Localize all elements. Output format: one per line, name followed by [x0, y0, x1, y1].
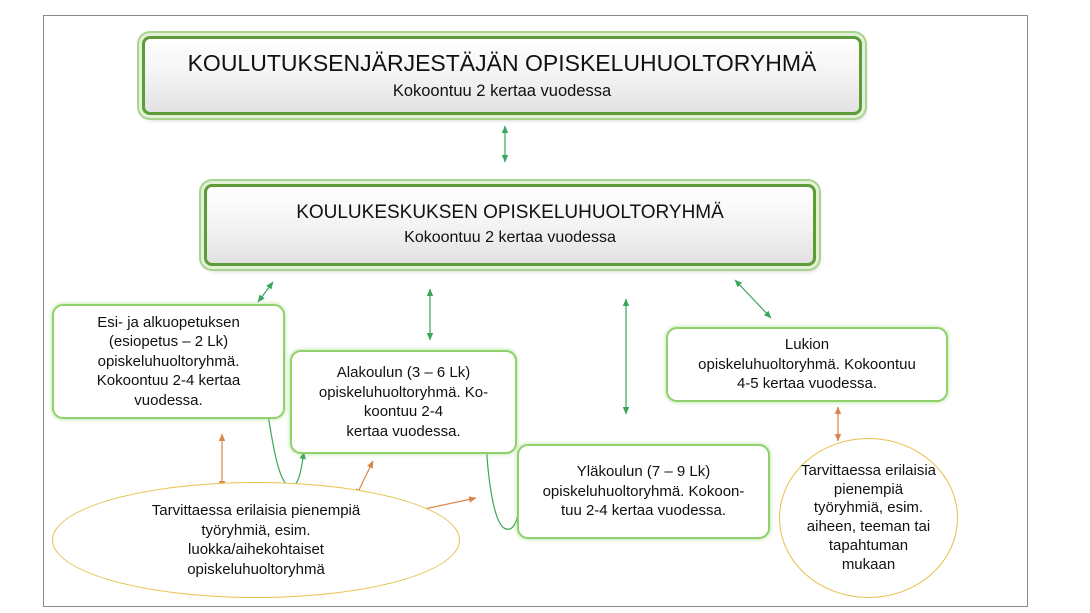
upper-school-group-box: Yläkoulun (7 – 9 Lk) opiskeluhuoltoryhmä…	[517, 444, 770, 539]
district-group-title: KOULUTUKSENJÄRJESTÄJÄN OPISKELUHUOLTORYH…	[187, 49, 817, 76]
preschool-group-box: Esi- ja alkuopetuksen (esiopetus – 2 Lk)…	[52, 304, 285, 419]
preschool-group-line: Esi- ja alkuopetuksen	[97, 313, 240, 331]
preschool-group-line: vuodessa.	[134, 391, 203, 409]
lower-school-group-line: opiskeluhuoltoryhmä. Ko-	[318, 383, 489, 401]
high-school-subgroups-line: pienempiä	[833, 480, 904, 498]
preschool-group-line: (esiopetus – 2 Lk)	[108, 333, 229, 351]
lower-school-group-box: Alakoulun (3 – 6 Lk) opiskeluhuoltoryhmä…	[290, 350, 517, 454]
high-school-group-line: 4-5 kertaa vuodessa.	[736, 375, 878, 393]
lower-school-group-line: koontuu 2-4	[363, 403, 444, 420]
basic-subgroups-line: työryhmiä, esim.	[201, 521, 311, 539]
high-school-group-line: Lukion	[784, 336, 830, 354]
basic-subgroups-oval: Tarvittaessa erilaisia pienempiä työryhm…	[52, 482, 460, 598]
upper-school-group-line: opiskeluhuoltoryhmä. Kokoon-	[542, 482, 745, 500]
school-center-group-box: KOULUKESKUKSEN OPISKELUHUOLTORYHMÄ Kokoo…	[204, 184, 816, 266]
preschool-group-line: Kokoontuu 2-4 kertaa	[96, 372, 241, 390]
basic-subgroups-line: luokka/aihekohtaiset	[188, 541, 324, 558]
district-group-box: KOULUTUKSENJÄRJESTÄJÄN OPISKELUHUOLTORYH…	[142, 36, 862, 115]
high-school-group-line: opiskeluhuoltoryhmä. Kokoontuu	[698, 355, 916, 373]
upper-school-group-line: tuu 2-4 kertaa vuodessa.	[560, 502, 727, 520]
high-school-subgroups-oval: Tarvittaessa erilaisia pienempiä työryhm…	[779, 438, 958, 598]
high-school-subgroups-line: tapahtuman	[828, 536, 909, 554]
school-center-group-subtitle: Kokoontuu 2 kertaa vuodessa	[404, 228, 616, 246]
upper-school-group-line: Yläkoulun (7 – 9 Lk)	[576, 463, 711, 481]
basic-subgroups-line: opiskeluhuoltoryhmä	[187, 560, 325, 578]
lower-school-group-line: kertaa vuodessa.	[346, 422, 461, 440]
district-group-subtitle: Kokoontuu 2 kertaa vuodessa	[392, 81, 612, 100]
high-school-group-box: Lukion opiskeluhuoltoryhmä. Kokoontuu 4-…	[666, 327, 948, 402]
high-school-subgroups-line: Tarvittaessa erilaisia	[800, 461, 937, 479]
basic-subgroups-line: Tarvittaessa erilaisia pienempiä	[151, 502, 361, 519]
lower-school-group-line: Alakoulun (3 – 6 Lk)	[336, 364, 471, 381]
high-school-subgroups-line: mukaan	[841, 555, 896, 573]
school-center-group-title: KOULUKESKUKSEN OPISKELUHUOLTORYHMÄ	[296, 202, 724, 224]
high-school-subgroups-line: työryhmiä, esim.	[813, 499, 924, 517]
preschool-group-line: opiskeluhuoltoryhmä.	[97, 352, 240, 370]
high-school-subgroups-line: aiheen, teeman tai	[806, 518, 931, 535]
